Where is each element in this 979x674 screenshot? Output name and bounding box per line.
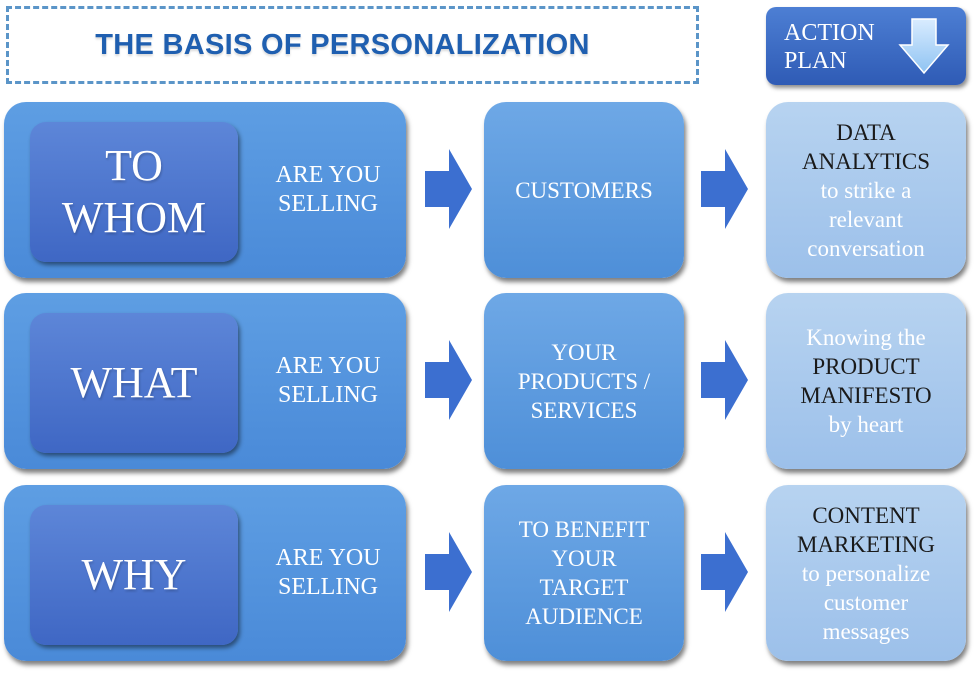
action-line: relevant bbox=[828, 206, 904, 232]
action-plan-line-1: ACTION bbox=[784, 20, 875, 46]
answer-line: AUDIENCE bbox=[525, 604, 643, 629]
row-key-line: TO bbox=[105, 141, 163, 190]
title-frame: THE BASIS OF PERSONALIZATION bbox=[6, 6, 699, 84]
action-plan-label: ACTION PLAN bbox=[784, 19, 875, 75]
answer-line: SERVICES bbox=[530, 397, 638, 423]
arrow-right-icon bbox=[701, 149, 748, 229]
action-line: MANIFESTO bbox=[800, 383, 932, 408]
arrow-right-icon bbox=[425, 532, 472, 612]
action-line: messages bbox=[822, 618, 910, 644]
answer-box-target-audience: TO BENEFIT YOUR TARGET AUDIENCE bbox=[484, 485, 684, 661]
row-question: ARE YOU SELLING bbox=[250, 293, 406, 469]
answer-line: PRODUCTS / bbox=[517, 368, 651, 394]
row-question: ARE YOU SELLING bbox=[250, 485, 406, 661]
action-line: ANALYTICS bbox=[801, 148, 931, 174]
action-line: to strike a bbox=[820, 177, 912, 203]
action-line: CONTENT bbox=[812, 502, 920, 528]
question-line: SELLING bbox=[278, 574, 378, 600]
action-line: customer bbox=[823, 589, 909, 615]
question-line: SELLING bbox=[278, 191, 378, 217]
action-plan-line-2: PLAN bbox=[784, 48, 847, 74]
action-line: conversation bbox=[807, 235, 925, 261]
row-key-box: WHAT bbox=[30, 313, 238, 453]
row-key-line: WHY bbox=[81, 550, 187, 599]
arrow-right-icon bbox=[701, 532, 748, 612]
answer-line: YOUR bbox=[551, 339, 617, 365]
row-key-box: TO WHOM bbox=[30, 122, 238, 262]
arrow-right-icon bbox=[701, 340, 748, 420]
arrow-down-icon bbox=[898, 18, 950, 75]
row-to-whom: TO WHOM ARE YOU SELLING bbox=[4, 102, 406, 278]
arrow-right-icon bbox=[425, 340, 472, 420]
action-box-product-manifesto: Knowing the PRODUCT MANIFESTO by heart bbox=[766, 293, 966, 469]
question-line: ARE YOU bbox=[275, 162, 381, 188]
answer-box-customers: CUSTOMERS bbox=[484, 102, 684, 278]
page-title: THE BASIS OF PERSONALIZATION bbox=[95, 29, 590, 61]
question-line: ARE YOU bbox=[275, 353, 381, 379]
action-line: MARKETING bbox=[797, 531, 935, 557]
action-box-content-marketing: CONTENT MARKETING to personalize custome… bbox=[766, 485, 966, 661]
action-line: to personalize bbox=[801, 560, 931, 586]
action-box-data-analytics: DATA ANALYTICS to strike a relevant conv… bbox=[766, 102, 966, 278]
row-question: ARE YOU SELLING bbox=[250, 102, 406, 278]
question-line: ARE YOU bbox=[275, 545, 381, 571]
row-key-line: WHOM bbox=[61, 193, 207, 242]
answer-line: CUSTOMERS bbox=[515, 177, 653, 203]
answer-line: YOUR bbox=[551, 546, 617, 571]
row-key-box: WHY bbox=[30, 505, 238, 645]
action-line: Knowing the bbox=[806, 325, 926, 350]
row-key-line: WHAT bbox=[70, 358, 198, 407]
row-why: WHY ARE YOU SELLING bbox=[4, 485, 406, 661]
action-line: DATA bbox=[836, 119, 896, 145]
action-plan-header: ACTION PLAN bbox=[766, 7, 966, 85]
action-line: by heart bbox=[828, 412, 904, 437]
action-line: PRODUCT bbox=[812, 354, 920, 379]
arrow-right-icon bbox=[425, 149, 472, 229]
answer-box-products: YOUR PRODUCTS / SERVICES bbox=[484, 293, 684, 469]
answer-line: TARGET bbox=[539, 575, 629, 600]
answer-line: TO BENEFIT bbox=[518, 517, 650, 542]
row-what: WHAT ARE YOU SELLING bbox=[4, 293, 406, 469]
question-line: SELLING bbox=[278, 382, 378, 408]
